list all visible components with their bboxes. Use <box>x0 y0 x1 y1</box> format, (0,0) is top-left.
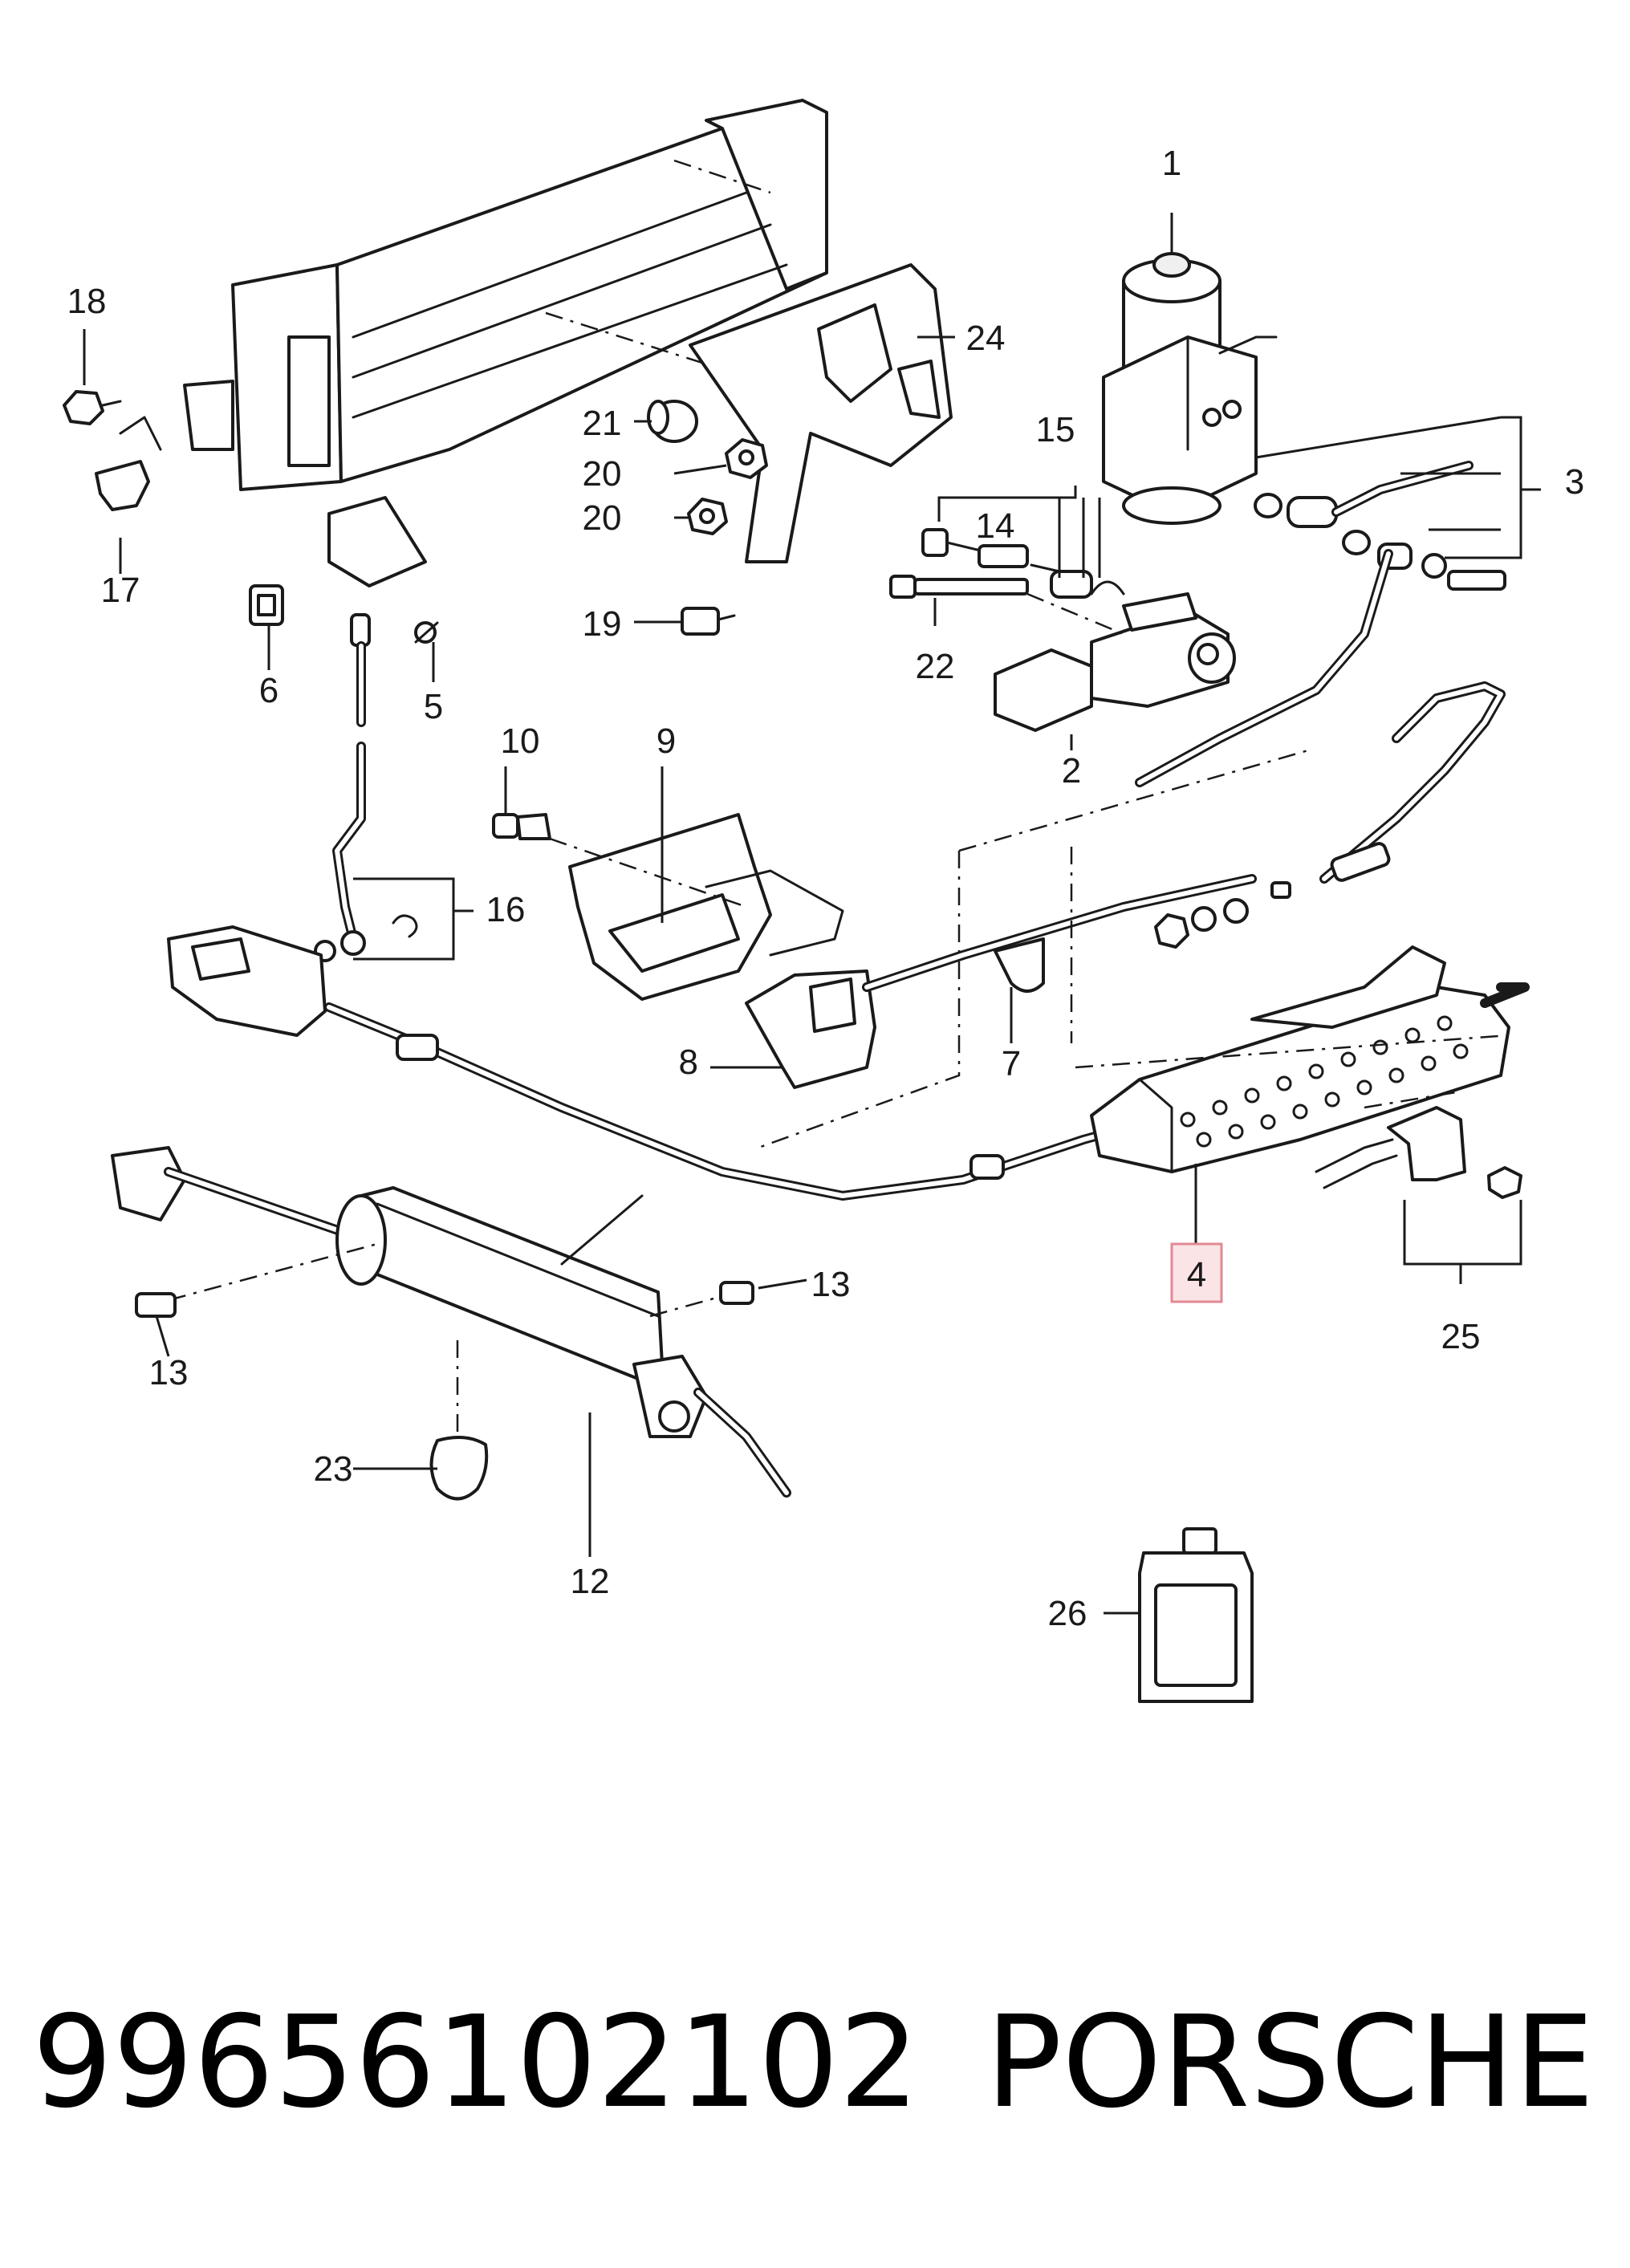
spring-set-15 <box>1050 570 1125 599</box>
bracket-8 <box>745 969 876 1089</box>
frame-assembly <box>183 99 828 587</box>
drive-unit-4 <box>1075 945 1530 1173</box>
callout-9: 9 <box>656 721 676 761</box>
callout-20-lower: 20 <box>583 498 622 538</box>
callout-14: 14 <box>976 506 1015 546</box>
callout-26: 26 <box>1048 1594 1087 1633</box>
link-rod-16 <box>314 613 418 962</box>
nut-20-lower <box>687 498 728 535</box>
brand-name: PORSCHE <box>986 1989 1595 2136</box>
hose-long <box>1135 549 1506 899</box>
callout-24: 24 <box>966 319 1006 358</box>
fitting-13-left <box>135 1292 177 1318</box>
leader-lines <box>83 213 1541 1615</box>
callout-22: 22 <box>916 647 955 686</box>
pin-14 <box>921 528 1061 573</box>
callout-2: 2 <box>1062 751 1081 791</box>
hydraulic-pump-1 <box>1102 252 1278 525</box>
callout-16: 16 <box>486 890 526 929</box>
nuts-washers <box>1154 898 1249 949</box>
callout-12: 12 <box>571 1562 610 1601</box>
clip-23 <box>429 1436 489 1501</box>
part-number: 99656102102 <box>32 1989 920 2136</box>
bolt-22 <box>889 575 1124 636</box>
bolt-18 <box>63 390 122 425</box>
fluid-bottle-26 <box>1138 1527 1254 1703</box>
callout-19: 19 <box>583 604 622 644</box>
pivot-pin-10 <box>492 813 551 840</box>
clip-7 <box>994 937 1045 993</box>
callout-15: 15 <box>1036 410 1075 449</box>
bracket-17 <box>95 416 162 511</box>
clip-5 <box>414 621 439 644</box>
drive-motor-2 <box>994 592 1236 732</box>
nut-20-upper <box>725 438 768 479</box>
sensor-25 <box>1315 1090 1522 1199</box>
callout-18: 18 <box>67 282 107 321</box>
callout-3: 3 <box>1565 462 1584 502</box>
callout-17: 17 <box>101 571 140 610</box>
callout-13-right: 13 <box>811 1265 851 1304</box>
bolt-19 <box>681 607 736 636</box>
callout-5: 5 <box>424 687 443 726</box>
main-cable <box>324 874 1257 1201</box>
callout-1: 1 <box>1162 144 1181 183</box>
cover-plate-9 <box>549 813 844 1001</box>
callout-23: 23 <box>314 1449 353 1489</box>
callout-4: 4 <box>1187 1255 1206 1295</box>
callout-7: 7 <box>1002 1044 1021 1083</box>
hydraulic-cylinder-12 <box>111 1146 791 1498</box>
clip-6 <box>249 584 284 626</box>
fitting-13-right <box>719 1281 754 1305</box>
callout-6: 6 <box>259 671 278 710</box>
callout-25: 25 <box>1441 1317 1481 1356</box>
latch-mechanism <box>167 925 327 1037</box>
callout-8: 8 <box>679 1043 698 1082</box>
callout-20-upper: 20 <box>583 454 622 494</box>
callout-13-left: 13 <box>149 1353 189 1392</box>
callout-labels: 1 2 3 4 5 6 7 8 9 10 12 13 13 14 15 16 1… <box>67 144 1585 1633</box>
bushing-21 <box>647 400 698 443</box>
callout-21: 21 <box>583 404 622 443</box>
highlight-box-4 <box>1170 1242 1223 1303</box>
callout-10: 10 <box>501 721 540 761</box>
bracket-24 <box>689 263 953 563</box>
